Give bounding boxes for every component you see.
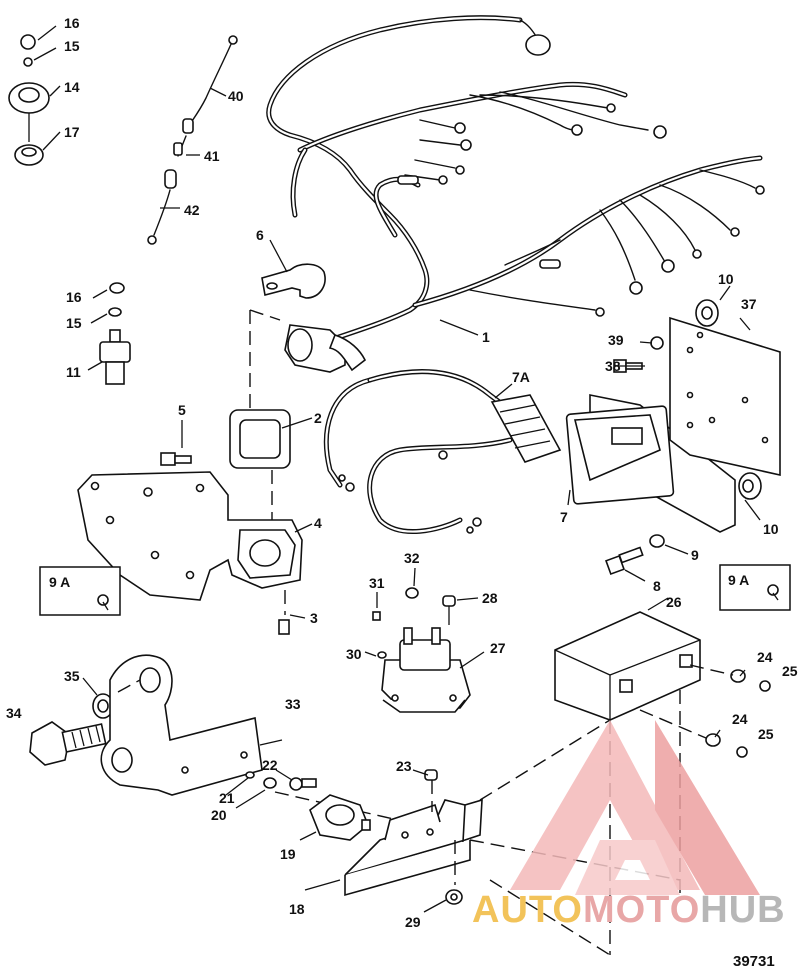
callout-leaders [82, 239, 779, 913]
callout-28: 28 [482, 590, 498, 606]
callout-33: 33 [285, 696, 301, 712]
callout-41: 41 [204, 148, 220, 164]
callout-26: 26 [666, 594, 682, 610]
callout-labels: 16 15 14 17 40 41 42 6 16 15 11 1 7A 10 … [6, 15, 798, 930]
callout-18: 18 [289, 901, 305, 917]
sender-assembly-top [8, 34, 50, 166]
callout-9a-left: 9 A [49, 574, 70, 590]
callout-25b: 25 [758, 726, 774, 742]
callout-9: 9 [691, 547, 699, 563]
cover-26 [554, 611, 701, 721]
callout-8: 8 [653, 578, 661, 594]
washer-bolt-9-8 [605, 534, 665, 575]
bolt-34 [29, 721, 107, 766]
callout-16a: 16 [64, 15, 80, 31]
callout-7a: 7A [512, 369, 530, 385]
solenoid-27 [381, 627, 471, 713]
watermark-part-2: MOTO [583, 889, 700, 931]
bracket-33 [100, 654, 263, 796]
callout-32: 32 [404, 550, 420, 566]
bolt-5 [160, 420, 192, 466]
callout-9a-right: 9 A [728, 572, 749, 588]
harness-clamp [261, 263, 326, 299]
sender-11 [87, 329, 131, 385]
callout-24b: 24 [732, 711, 748, 727]
nut-29 [445, 889, 463, 905]
callout-10b: 10 [763, 521, 779, 537]
callout-37: 37 [741, 296, 757, 312]
figure-number: 39731 [733, 953, 775, 970]
harness-extension-7a [323, 369, 562, 535]
plate-37 [669, 316, 781, 476]
washers-24-25 [639, 664, 771, 758]
bracket-18 [344, 769, 483, 897]
callout-23: 23 [396, 758, 412, 774]
harness-plug [284, 324, 367, 373]
watermark-part-3: HUB [700, 889, 785, 931]
callout-20: 20 [211, 807, 227, 823]
callout-31: 31 [369, 575, 385, 591]
wiring-harness [266, 15, 763, 343]
callout-42: 42 [184, 202, 200, 218]
washers-16-15 [90, 282, 125, 324]
callout-16b: 16 [66, 289, 82, 305]
callout-38: 38 [605, 358, 621, 374]
callout-15a: 15 [64, 38, 80, 54]
small-parts-30-31-32-28 [372, 587, 456, 659]
component-19 [309, 794, 371, 841]
grommet-10-bottom [738, 472, 762, 500]
callout-5: 5 [178, 402, 186, 418]
watermark-part-1: AUTO [472, 889, 583, 931]
callout-19: 19 [280, 846, 296, 862]
callout-39: 39 [608, 332, 624, 348]
callout-2: 2 [314, 410, 322, 426]
callout-22: 22 [262, 757, 278, 773]
callout-21: 21 [219, 790, 235, 806]
callout-40: 40 [228, 88, 244, 104]
callout-7: 7 [560, 509, 568, 525]
screw-3 [278, 590, 290, 635]
callout-27: 27 [490, 640, 506, 656]
inset-box-9a-right [719, 564, 791, 611]
callout-15b: 15 [66, 315, 82, 331]
harness-branches [397, 19, 765, 317]
callout-3: 3 [310, 610, 318, 626]
watermark-logo [510, 720, 760, 895]
callout-10a: 10 [718, 271, 734, 287]
watermark-text: AUTOMOTOHUB [472, 889, 786, 931]
callout-4: 4 [314, 515, 322, 531]
washer-35 [92, 693, 114, 719]
callout-35: 35 [64, 668, 80, 684]
callout-30: 30 [346, 646, 362, 662]
callout-14: 14 [64, 79, 80, 95]
sensor-lead [147, 35, 238, 245]
callout-25a: 25 [782, 663, 798, 679]
callout-1: 1 [482, 329, 490, 345]
callout-24a: 24 [757, 649, 773, 665]
mounting-plate [77, 471, 303, 601]
callout-11: 11 [66, 364, 81, 380]
callout-6: 6 [256, 227, 264, 243]
callout-29: 29 [405, 914, 421, 930]
leader-lines-top-left [33, 25, 61, 151]
gasket-2 [229, 309, 291, 520]
svg-text:AUTOMOTOHUB: AUTOMOTOHUB [472, 889, 786, 931]
ignition-module [565, 394, 736, 533]
callout-34: 34 [6, 705, 22, 721]
callout-17: 17 [64, 124, 80, 140]
grommet-10-top [695, 299, 719, 327]
